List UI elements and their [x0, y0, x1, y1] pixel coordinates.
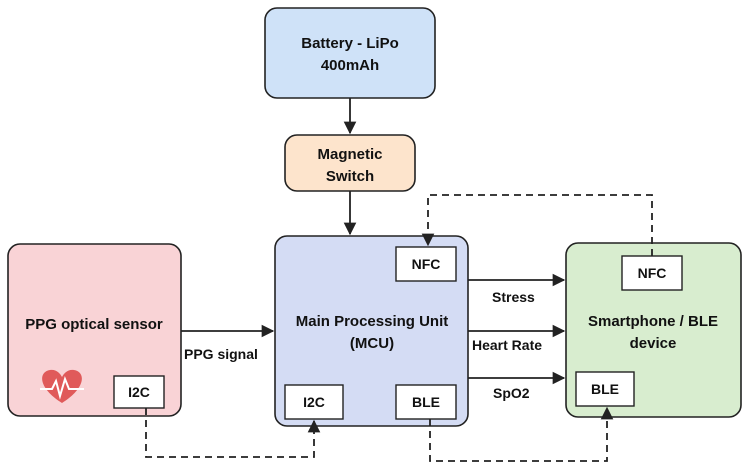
battery-node: Battery - LiPo 400mAh: [264, 7, 436, 99]
battery-label-line1: Battery - LiPo: [301, 35, 399, 52]
phone-nfc-label: NFC: [638, 265, 667, 281]
mcu-i2c-port: [284, 384, 344, 420]
switch-label-line2: Switch: [326, 168, 374, 185]
phone-nfc-port: [621, 255, 683, 291]
mcu-nfc-port: [395, 246, 457, 282]
ppg-i2c-port: [113, 375, 165, 409]
heart-rate-label: Heart Rate: [472, 337, 542, 353]
phone-ble-port: [575, 371, 635, 407]
ppg-sensor-node: PPG optical sensor I2C: [7, 243, 182, 417]
phone-label-line2: device: [630, 335, 677, 352]
ppg-signal-label: PPG signal: [184, 346, 258, 362]
mcu-i2c-label: I2C: [303, 394, 325, 410]
battery-label-line2: 400mAh: [321, 57, 379, 74]
heart-pulse-icon: [40, 369, 84, 403]
mcu-ble-label: BLE: [412, 394, 440, 410]
mcu-ble-port: [395, 384, 457, 420]
phone-ble-label: BLE: [591, 381, 619, 397]
ppg-label: PPG optical sensor: [25, 316, 163, 333]
spo2-label: SpO2: [493, 385, 530, 401]
mcu-label-line2: (MCU): [350, 335, 394, 352]
switch-label-line1: Magnetic: [317, 146, 382, 163]
stress-label: Stress: [492, 289, 535, 305]
mcu-nfc-label: NFC: [412, 256, 441, 272]
ppg-i2c-label: I2C: [128, 384, 150, 400]
nfc-dashed-link: [421, 194, 653, 256]
ble-dashed-link: [429, 406, 614, 462]
phone-label-line1: Smartphone / BLE: [588, 313, 718, 330]
mcu-node: Main Processing Unit (MCU) NFC I2C BLE: [274, 235, 469, 427]
mcu-label-line1: Main Processing Unit: [296, 313, 449, 330]
magnetic-switch-node: Magnetic Switch: [284, 134, 416, 192]
smartphone-node: Smartphone / BLE device NFC BLE: [565, 242, 742, 418]
i2c-dashed-link: [145, 408, 321, 458]
